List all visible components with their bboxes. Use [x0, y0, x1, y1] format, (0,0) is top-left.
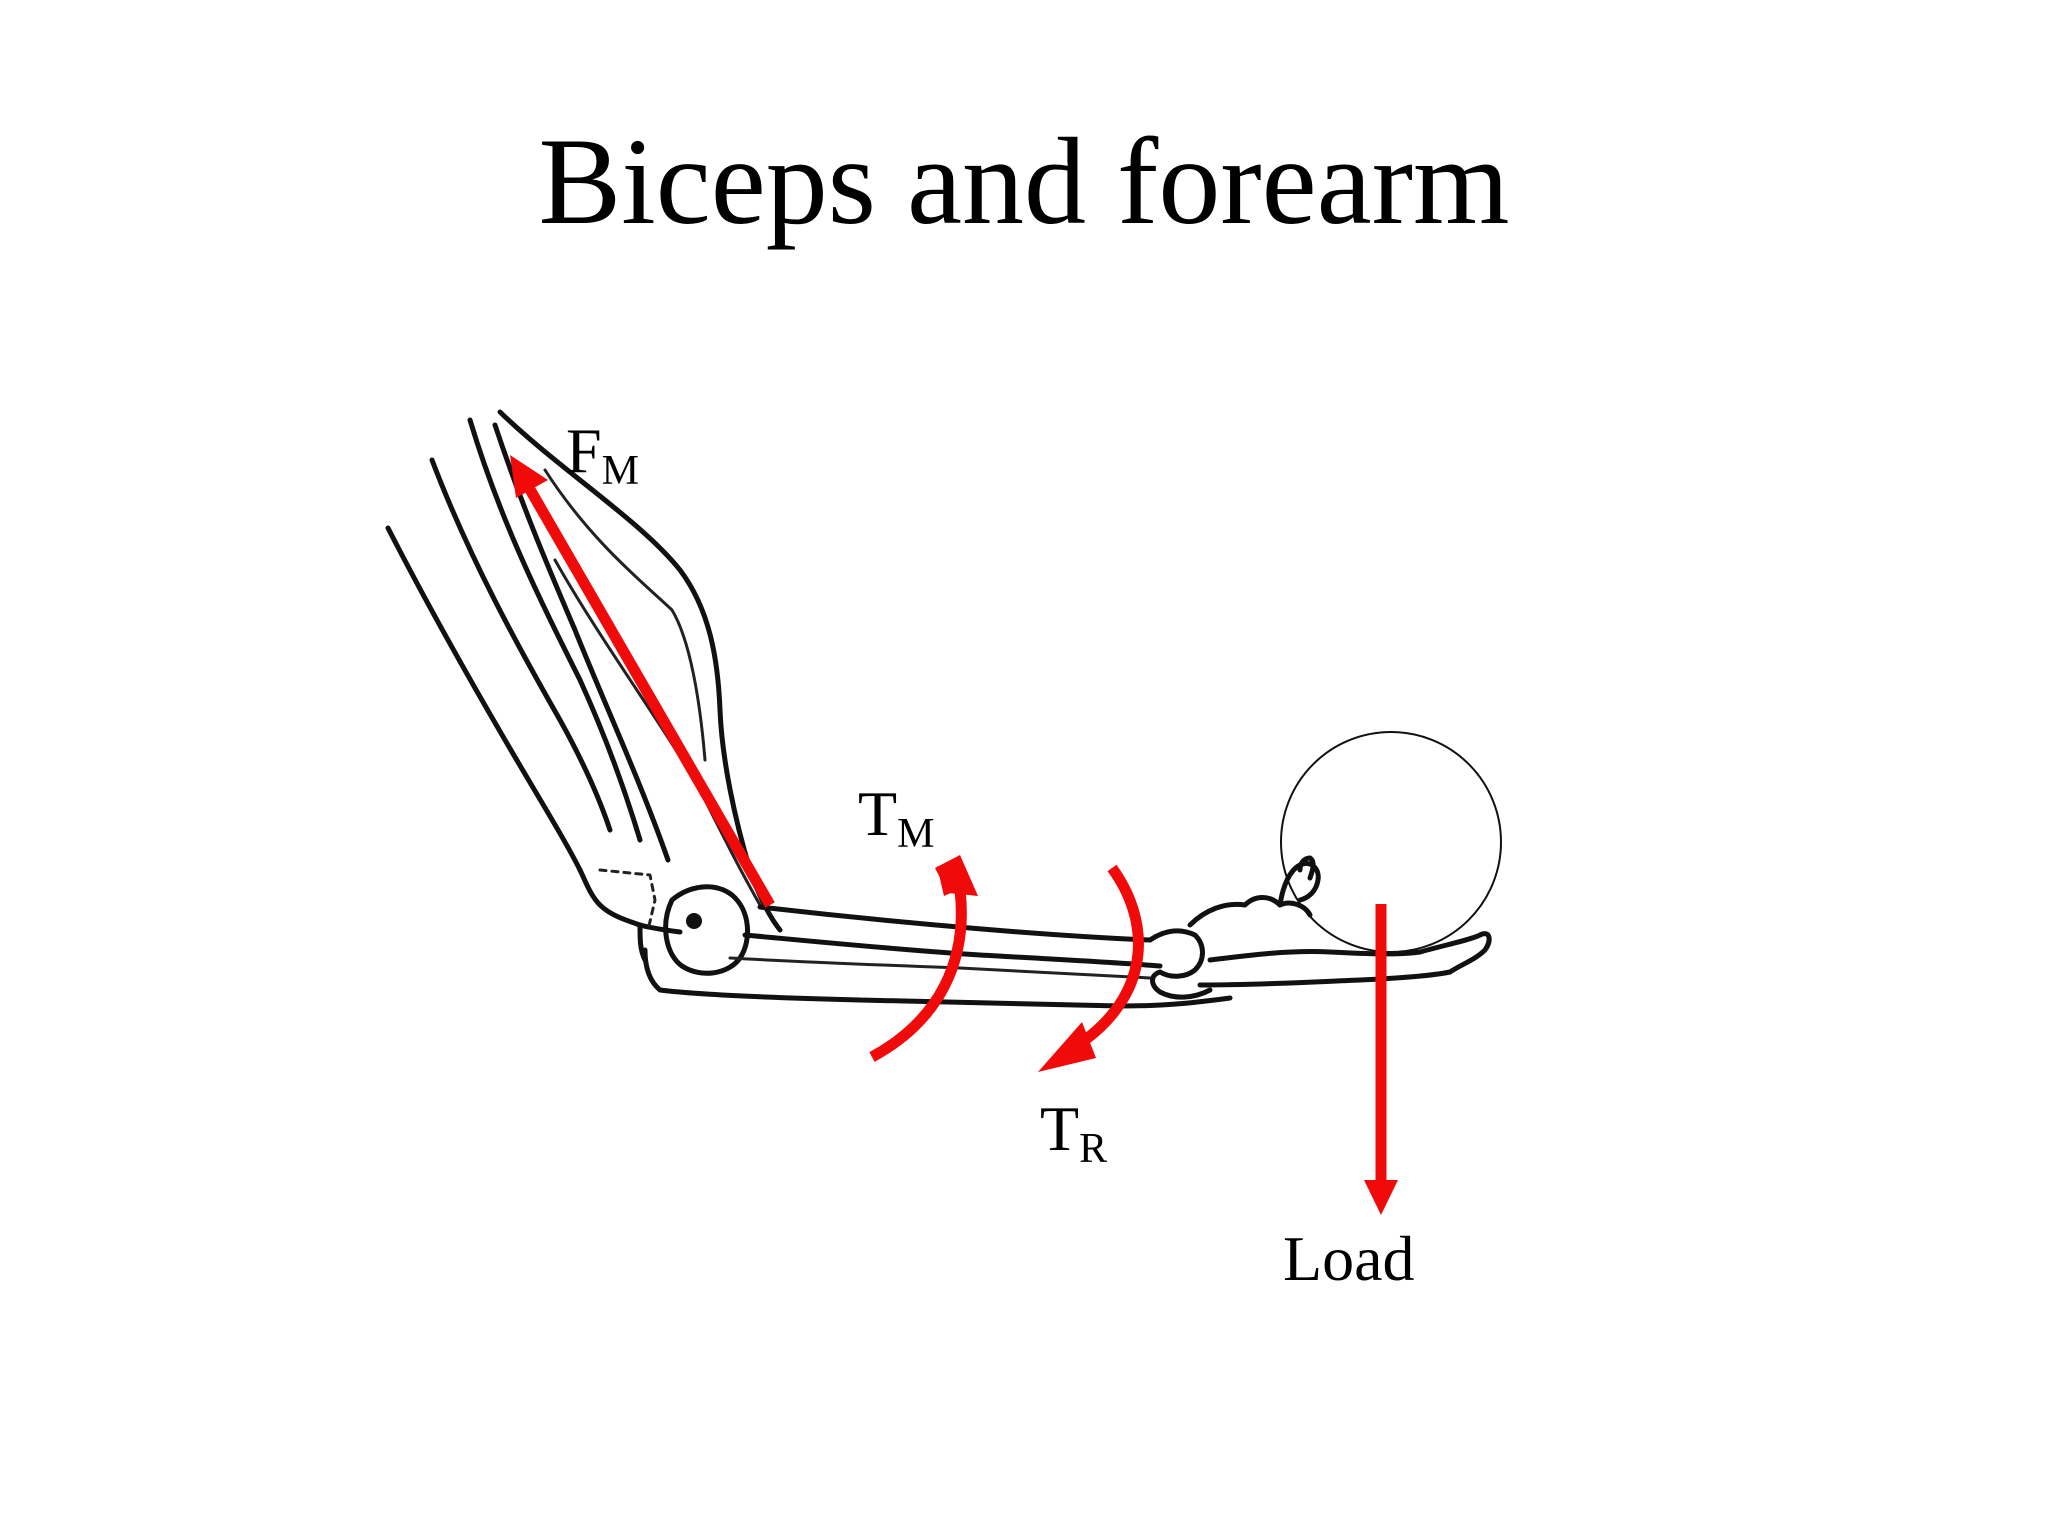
carpal-outline	[1187, 895, 1313, 928]
resistance-torque-arrow	[1081, 864, 1144, 1045]
resistance-torque-label: TR	[1040, 1093, 1107, 1172]
olecranon-outline	[577, 867, 648, 963]
muscle-torque-label: TM	[858, 778, 934, 857]
upper-arm-back-outline	[385, 525, 583, 873]
load-label: Load	[1283, 1223, 1415, 1294]
humerus-outline	[467, 417, 643, 843]
wrist-outline	[1147, 928, 1213, 1000]
thumb-tip-outline	[1297, 855, 1316, 881]
metacarpal-top-outline	[1207, 949, 1423, 963]
ulna-top-outline	[728, 956, 1152, 980]
radius-bottom-outline	[742, 932, 1163, 969]
elbow-pivot-dot	[686, 913, 702, 929]
force-vectors	[510, 455, 1398, 1215]
muscle-force-arrow	[523, 483, 775, 908]
load-arrowhead	[1364, 1180, 1398, 1215]
arm-sketch	[385, 409, 1492, 1009]
elbow-dashed-outline	[598, 868, 657, 932]
biceps-tendon-line	[553, 558, 762, 907]
muscle-force-label: FM	[566, 415, 639, 494]
biceps-inner-line	[543, 468, 707, 762]
slide-title: Biceps and forearm	[538, 113, 1510, 250]
finger-outline	[1417, 931, 1492, 975]
muscle-torque-arrowhead-fill	[935, 855, 978, 896]
ulna-bottom-outline	[642, 947, 1233, 1009]
muscle-torque-arrow	[869, 889, 967, 1062]
elbow-lower-outline	[637, 922, 683, 935]
muscle-force-arrowhead	[510, 455, 548, 498]
triceps-outline	[429, 457, 613, 833]
radius-top-outline	[757, 904, 1153, 943]
resistance-torque-arrowhead	[1038, 1022, 1096, 1072]
metacarpal-bottom-outline	[1197, 969, 1453, 988]
load-ball	[1280, 731, 1502, 953]
